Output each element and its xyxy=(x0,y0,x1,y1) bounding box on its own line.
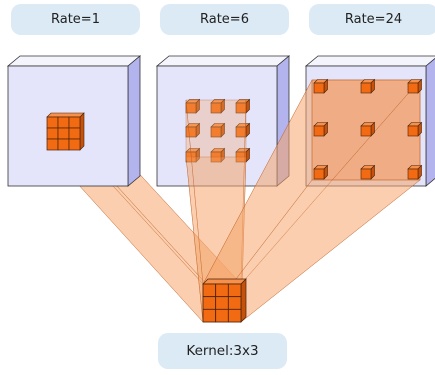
rate-6-label: Rate=6 xyxy=(160,4,289,35)
feature-map-rate-1-side-face xyxy=(127,55,141,187)
rate-24-cell-3-front-face xyxy=(313,125,325,137)
rate-24-cell-5-front-face xyxy=(407,125,419,137)
rate-24-cell-2-front-face xyxy=(407,82,419,94)
kernel-cube xyxy=(202,278,247,323)
kernel-side-face xyxy=(240,278,247,323)
kernel-cell-1-0 xyxy=(202,296,217,310)
kernel-top-face xyxy=(202,278,247,285)
kernel-cell-2-0 xyxy=(202,308,217,323)
kernel-cell-0-1 xyxy=(215,283,229,298)
rate-1-cell-2-2 xyxy=(68,138,81,151)
feature-map-rate-24-side-face xyxy=(425,57,435,187)
kernel-cell-1-2 xyxy=(227,296,242,310)
rate-1-cell-2-1 xyxy=(57,138,70,151)
rate-1-cell-1-2 xyxy=(68,127,81,140)
feature-map-rate-6-top-face xyxy=(155,55,291,67)
rate-6-cell-4-front-face xyxy=(210,126,222,138)
rate-24-cell-7-front-face xyxy=(360,168,372,180)
rate-24-cell-4-front-face xyxy=(360,125,372,137)
rate-24-cell-0-front-face xyxy=(313,82,325,94)
rate-1-kernel-block xyxy=(46,112,85,151)
rate-24-cell-1-front-face xyxy=(360,82,372,94)
rate-1-block-side xyxy=(79,112,85,151)
rate-24-label: Rate=24 xyxy=(309,4,435,35)
rate-24-cell-8-front-face xyxy=(407,168,419,180)
rate-1-cell-2-0 xyxy=(46,138,59,151)
kernel-cell-0-2 xyxy=(227,283,242,298)
feature-map-rate-1-top-face xyxy=(6,55,142,67)
rate-1-cell-1-1 xyxy=(57,127,70,140)
rate-1-cell-0-0 xyxy=(46,116,59,129)
kernel-cell-2-2 xyxy=(227,308,242,323)
kernel-label: Kernel:3x3 xyxy=(158,333,287,369)
rate-6-cell-1-front-face xyxy=(210,102,222,114)
rate-1-block-top xyxy=(46,112,85,118)
rate-1-cell-0-2 xyxy=(68,116,81,129)
rate-1-label: Rate=1 xyxy=(11,4,140,35)
feature-map-rate-24-top-face xyxy=(304,55,435,67)
rate-1-cell-0-1 xyxy=(57,116,70,129)
kernel-cell-0-0 xyxy=(202,283,217,298)
rate-1-cell-1-0 xyxy=(46,127,59,140)
projection-beams-front xyxy=(185,78,423,323)
rate-24-cell-6-front-face xyxy=(313,168,325,180)
kernel-cell-1-1 xyxy=(215,296,229,310)
kernel-cell-2-1 xyxy=(215,308,229,323)
